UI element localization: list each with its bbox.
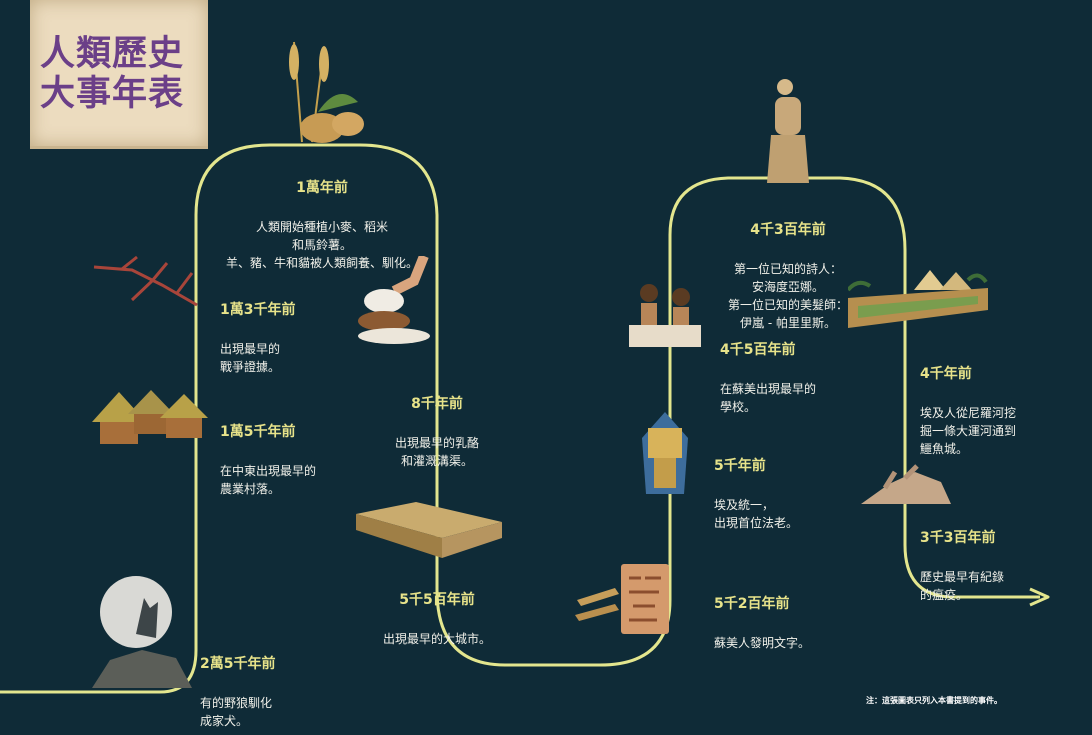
event-10000-years-ago: 1萬年前 人類開始種植小麥、稻米 和馬鈴薯。 羊、豬、牛和貓被人類飼養、馴化。	[214, 160, 430, 290]
event-date: 5千2百年前	[714, 596, 790, 612]
event-date: 4千3百年前	[750, 222, 826, 238]
plague-body-icon	[861, 464, 951, 504]
event-description: 在蘇美出現最早的 學校。	[720, 382, 817, 414]
statue-icon	[767, 79, 809, 183]
event-13000-years-ago: 1萬3千年前 出現最早的 戰爭證據。	[220, 282, 340, 394]
event-3300-years-ago: 3千3百年前 歷史最早有紀錄 的瘟疫。	[920, 510, 1050, 622]
event-5500-years-ago: 5千5百年前 出現最早的大城市。	[362, 572, 512, 666]
event-5000-years-ago: 5千年前 埃及統一， 出現首位法老。	[714, 438, 834, 550]
huts-icon	[92, 390, 208, 444]
canal-icon	[848, 270, 988, 328]
event-description: 在中東出現最早的 農業村落。	[220, 464, 317, 496]
event-description: 有的野狼馴化 成家犬。	[200, 696, 273, 728]
event-description: 人類開始種植小麥、稻米 和馬鈴薯。 羊、豬、牛和貓被人類飼養、馴化。	[225, 220, 418, 270]
event-date: 1萬3千年前	[220, 302, 296, 318]
city-ruins-icon	[356, 502, 502, 558]
event-date: 3千3百年前	[920, 530, 996, 546]
event-5200-years-ago: 5千2百年前 蘇美人發明文字。	[714, 576, 844, 670]
footnote: 注：這張圖表只列入本書提到的事件。	[866, 696, 1002, 705]
event-description: 歷史最早有紀錄 的瘟疫。	[920, 570, 1005, 602]
pharaoh-icon	[642, 412, 688, 494]
event-date: 1萬年前	[296, 180, 348, 196]
event-date: 5千年前	[714, 458, 766, 474]
event-date: 5千5百年前	[399, 592, 475, 608]
event-25000-years-ago: 2萬5千年前 有的野狼馴化 成家犬。	[200, 636, 310, 735]
event-date: 4千年前	[920, 366, 972, 382]
event-15000-years-ago: 1萬5千年前 在中東出現最早的 農業村落。	[220, 404, 350, 516]
cheese-icon	[358, 256, 430, 344]
branch-icon	[93, 255, 198, 307]
event-4300-years-ago: 4千3百年前 第一位已知的詩人： 安海度亞娜。 第一位已知的美髮師： 伊嵐 - …	[708, 202, 868, 350]
event-4000-years-ago: 4千年前 埃及人從尼羅河挖 掘一條大運河通到 鱷魚城。	[920, 346, 1060, 476]
students-icon	[629, 284, 701, 347]
event-description: 出現最早的乳酪 和灌溉溝渠。	[394, 436, 479, 468]
title-banner	[30, 0, 208, 149]
event-description: 出現最早的 戰爭證據。	[220, 342, 281, 374]
event-description: 埃及人從尼羅河挖 掘一條大運河通到 鱷魚城。	[920, 406, 1017, 456]
event-description: 出現最早的大城市。	[382, 632, 491, 646]
event-4500-years-ago: 4千5百年前 在蘇美出現最早的 學校。	[720, 322, 860, 434]
event-description: 第一位已知的詩人： 安海度亞娜。 第一位已知的美髮師： 伊嵐 - 帕里里斯。	[727, 262, 848, 330]
event-description: 蘇美人發明文字。	[714, 636, 811, 650]
event-date: 1萬5千年前	[220, 424, 296, 440]
page-title: 人類歷史 大事年表	[40, 34, 185, 114]
event-8000-years-ago: 8千年前 出現最早的乳酪 和灌溉溝渠。	[367, 376, 507, 488]
event-description: 埃及統一， 出現首位法老。	[714, 498, 799, 530]
wheat-potato-icon	[289, 41, 364, 143]
event-date: 4千5百年前	[720, 342, 796, 358]
event-date: 2萬5千年前	[200, 656, 276, 672]
clay-tablet-icon	[575, 564, 669, 634]
event-date: 8千年前	[411, 396, 463, 412]
wolf-moon-icon	[92, 576, 192, 688]
